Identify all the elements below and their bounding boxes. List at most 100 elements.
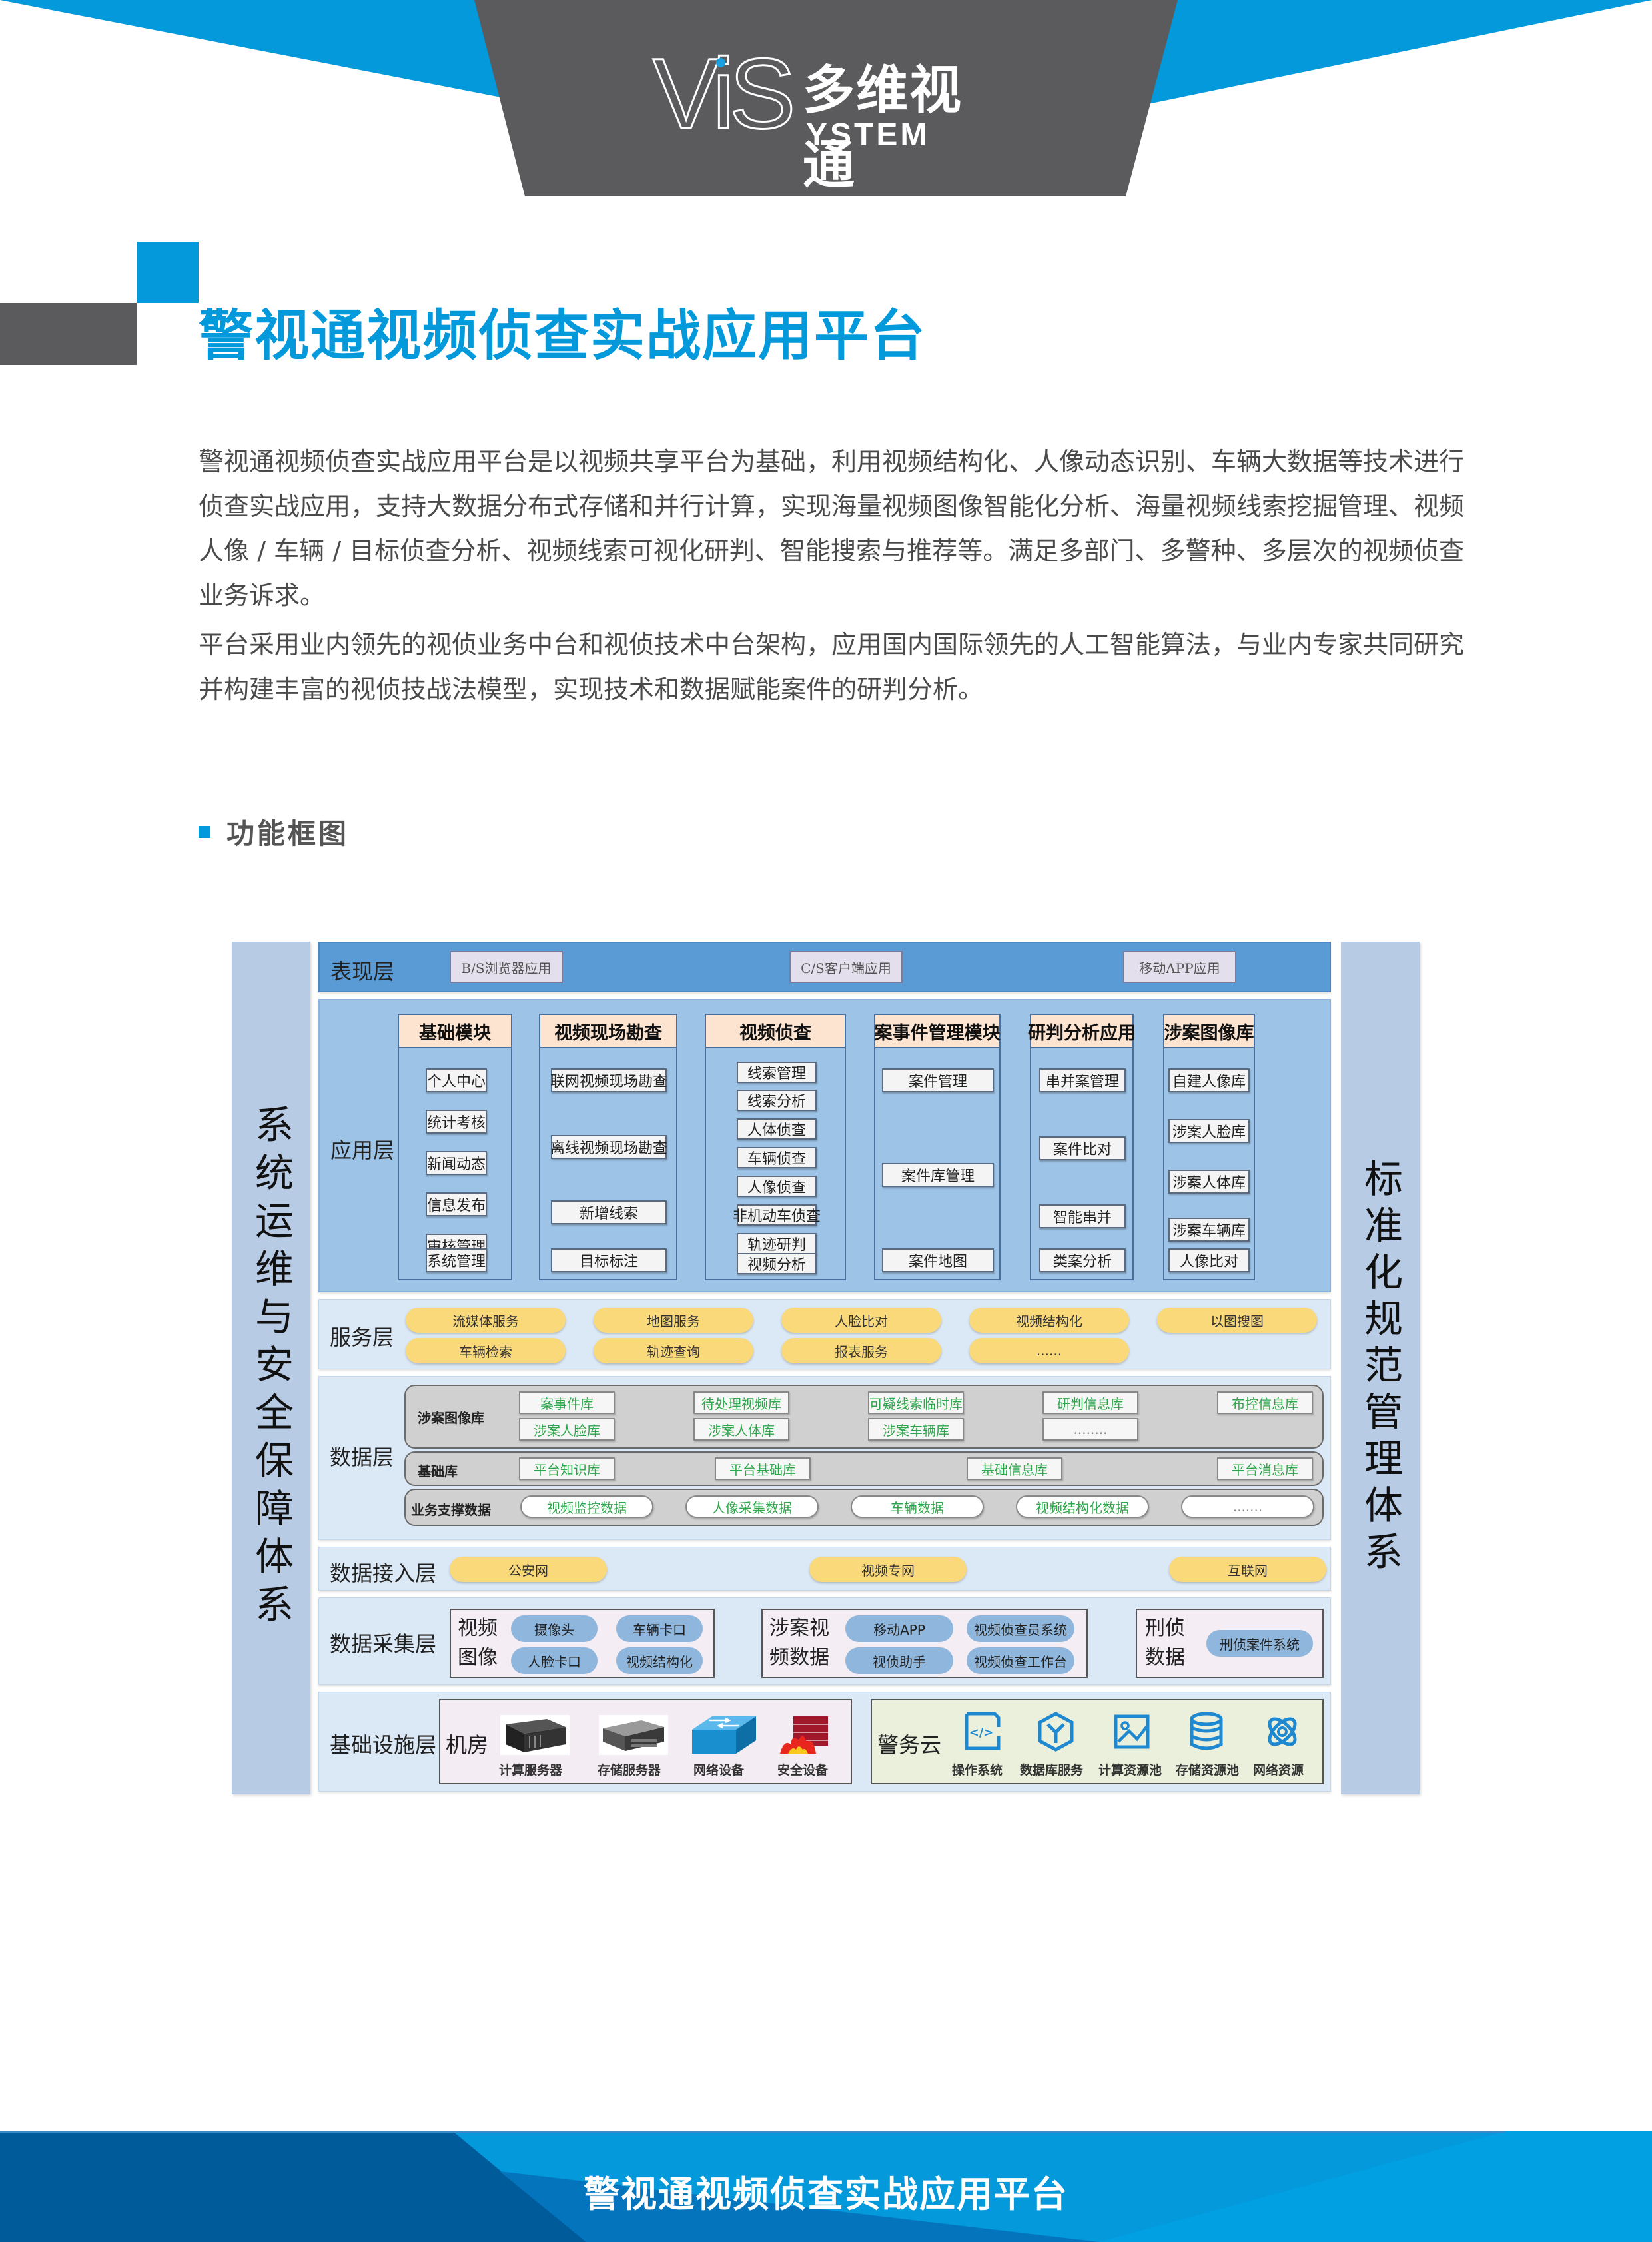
header-decoration — [0, 0, 1652, 196]
layer-label: 服务层 — [330, 1325, 394, 1350]
group-label: 机房 — [446, 1732, 489, 1758]
data-collection-layer: 数据采集层 视频图像 摄像头 车辆卡口 人脸卡口 视频结构化 涉案视频数据 移动… — [318, 1597, 1331, 1685]
db-item: 车辆数据 — [851, 1495, 984, 1518]
device-label: 存储服务器 — [598, 1763, 661, 1778]
case-video-group: 涉案视频数据 移动APP 视频侦查员系统 视侦助手 视频侦查工作台 — [761, 1609, 1088, 1678]
group-label: 警务云 — [877, 1732, 942, 1758]
bullet-square-icon — [199, 825, 210, 838]
presentation-layer: 表现层 B/S浏览器应用 C/S客户端应用 移动APP应用 — [318, 942, 1331, 992]
module-title: 研判分析应用 — [1028, 1015, 1136, 1048]
footer-title: 警视通视频侦查实战应用平台 — [584, 2173, 1068, 2215]
service-pill: 报表服务 — [781, 1338, 941, 1363]
cube-icon — [1038, 1712, 1074, 1752]
db-item: 平台知识库 — [519, 1457, 615, 1480]
band-label: 涉案图像库 — [418, 1410, 484, 1426]
source-pill: 摄像头 — [511, 1615, 598, 1642]
db-item: 待处理视频库 — [693, 1391, 789, 1414]
db-item: 视频结构化数据 — [1016, 1495, 1149, 1518]
module-title: 涉案图像库 — [1164, 1015, 1254, 1048]
db-item: 可疑线索临时库 — [868, 1391, 964, 1414]
source-pill: 视频结构化 — [616, 1647, 703, 1674]
source-pill: 视侦助手 — [845, 1647, 953, 1674]
network-pill: 视频专网 — [809, 1557, 967, 1582]
module-item: 新闻动态 — [426, 1151, 487, 1175]
storage-server-icon — [599, 1715, 668, 1755]
module-title: 视频侦查 — [706, 1015, 845, 1048]
group-label: 刑侦数据 — [1145, 1617, 1185, 1669]
db-item: 涉案人体库 — [693, 1418, 789, 1441]
module-item: 智能串并 — [1039, 1204, 1126, 1228]
module-case-image-library: 涉案图像库 自建人像库 涉案人脸库 涉案人体库 涉案车辆库 人像比对 — [1163, 1014, 1255, 1280]
module-title: 案事件管理模块 — [875, 1015, 1001, 1048]
police-cloud-group: 警务云 </> 操作系统 数据库服务 计算资源池 — [871, 1699, 1324, 1784]
module-item: 类案分析 — [1039, 1248, 1126, 1272]
db-item: 案事件库 — [519, 1391, 615, 1414]
module-item: 案件库管理 — [882, 1163, 994, 1187]
architecture-diagram: 系统运维与安全保障体系 标准化规范管理体系 表现层 B/S浏览器应用 C/S客户… — [230, 938, 1422, 1798]
db-item: 平台基础库 — [715, 1457, 811, 1480]
db-item: 人像采集数据 — [685, 1495, 819, 1518]
layer-label: 数据层 — [330, 1445, 394, 1470]
device-label: 安全设备 — [777, 1763, 829, 1778]
resource-label: 存储资源池 — [1176, 1763, 1240, 1778]
db-item: 研判信息库 — [1042, 1391, 1138, 1414]
layer-stack: 表现层 B/S浏览器应用 C/S客户端应用 移动APP应用 应用层 基础模块 个… — [318, 942, 1331, 1798]
module-item: 人像侦查 — [737, 1176, 817, 1197]
source-pill: 移动APP — [845, 1615, 953, 1642]
module-item: 案件地图 — [882, 1248, 994, 1272]
service-pill: 以图搜图 — [1157, 1308, 1317, 1333]
db-item: ....... — [1181, 1495, 1314, 1518]
module-item: 非机动车侦查 — [733, 1204, 821, 1226]
module-item: 涉案人体库 — [1168, 1170, 1250, 1194]
service-pill: 流媒体服务 — [406, 1308, 566, 1333]
mobile-app: 移动APP应用 — [1123, 951, 1236, 983]
database-icon — [1190, 1712, 1223, 1750]
module-title: 基础模块 — [399, 1015, 511, 1048]
section-heading-text: 功能框图 — [226, 817, 350, 850]
module-basic: 基础模块 个人中心 统计考核 新闻动态 信息发布 审核管理 系统管理 — [398, 1014, 512, 1280]
data-access-layer: 数据接入层 公安网 视频专网 互联网 — [318, 1547, 1331, 1591]
service-pill: 人脸比对 — [781, 1308, 941, 1333]
business-data-band: 业务支撑数据 视频监控数据 人像采集数据 车辆数据 视频结构化数据 ......… — [404, 1489, 1324, 1526]
bs-browser-app: B/S浏览器应用 — [450, 951, 563, 983]
base-db-band: 基础库 平台知识库 平台基础库 基础信息库 平台消息库 — [404, 1451, 1324, 1486]
source-pill: 刑侦案件系统 — [1206, 1630, 1313, 1657]
module-item: 新增线索 — [551, 1200, 667, 1224]
module-item: 车辆侦查 — [737, 1147, 817, 1168]
company-logo: ViS 多维视通 YSTEM — [652, 43, 999, 196]
module-video-investigation: 视频侦查 线索管理 线索分析 人体侦查 车辆侦查 人像侦查 非机动车侦查 轨迹研… — [705, 1014, 846, 1280]
logo-english-name: YSTEM — [806, 117, 930, 153]
compute-server-icon — [500, 1715, 570, 1755]
group-label: 视频图像 — [458, 1617, 498, 1669]
case-image-db-band: 涉案图像库 案事件库 待处理视频库 可疑线索临时库 研判信息库 布控信息库 涉案… — [404, 1385, 1324, 1449]
device-label: 网络设备 — [693, 1763, 745, 1778]
intro-paragraph-1: 警视通视频侦查实战应用平台是以视频共享平台为基础，利用视频结构化、人像动态识别、… — [199, 447, 1465, 610]
module-item: 线索分析 — [737, 1090, 817, 1111]
db-item: 基础信息库 — [967, 1457, 1062, 1480]
source-pill: 人脸卡口 — [511, 1647, 598, 1674]
resource-label: 数据库服务 — [1020, 1763, 1084, 1778]
ops-security-label: 系统运维与安全保障体系 — [248, 1104, 294, 1632]
module-item: 线索管理 — [737, 1062, 817, 1083]
page-title: 警视通视频侦查实战应用平台 — [199, 304, 927, 368]
module-item: 统计考核 — [426, 1110, 487, 1134]
module-item: 串并案管理 — [1039, 1068, 1126, 1092]
data-layer: 数据层 涉案图像库 案事件库 待处理视频库 可疑线索临时库 研判信息库 布控信息… — [318, 1376, 1331, 1540]
module-title: 视频现场勘查 — [540, 1015, 676, 1048]
logo-chinese-name: 多维视通 — [803, 61, 963, 195]
service-pill: 视频结构化 — [969, 1308, 1129, 1333]
module-item: 案件比对 — [1039, 1136, 1126, 1160]
criminal-data-group: 刑侦数据 刑侦案件系统 — [1136, 1609, 1324, 1678]
application-layer: 应用层 基础模块 个人中心 统计考核 新闻动态 信息发布 审核管理 系统管理 视… — [318, 999, 1331, 1292]
svg-text:</>: </> — [969, 1726, 994, 1740]
cs-client-app: C/S客户端应用 — [789, 951, 903, 983]
title-accent-blue — [137, 242, 199, 303]
ops-security-column: 系统运维与安全保障体系 — [232, 942, 310, 1794]
standards-label: 标准化规范管理体系 — [1358, 1158, 1403, 1578]
db-item: 涉案人脸库 — [519, 1418, 615, 1441]
module-item: 个人中心 — [426, 1068, 487, 1092]
layer-label: 应用层 — [330, 1138, 395, 1163]
atom-icon — [1268, 1717, 1297, 1746]
module-item: 人像比对 — [1168, 1248, 1250, 1272]
module-item: 人体侦查 — [737, 1118, 817, 1140]
